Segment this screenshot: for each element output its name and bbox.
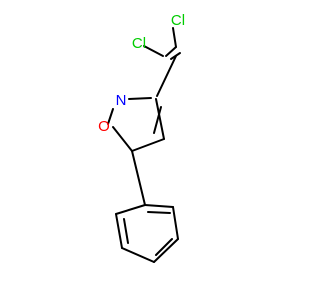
bonds <box>107 27 181 263</box>
bond-cl2-c <box>143 45 164 57</box>
bond-ring-c3-c4-a <box>155 98 165 140</box>
bond-phenyl-4 <box>153 238 179 263</box>
bond-phenyl-3 <box>121 247 155 263</box>
bond-ring-o-n <box>107 108 114 125</box>
bond-c-c-double-a <box>165 46 177 57</box>
bond-ring-phenyl <box>131 150 146 206</box>
bond-phenyl-5 <box>172 206 179 240</box>
bond-phenyl-2 <box>115 213 123 249</box>
bond-ring-c4-c5 <box>131 138 165 152</box>
atom-label-cl-top: Cl <box>171 12 185 29</box>
bond-phenyl-inner-2 <box>155 238 173 256</box>
atom-label-o: O <box>98 118 110 135</box>
bond-cl1-c <box>172 27 177 48</box>
bond-ring-c3-n <box>128 97 152 100</box>
bond-vinyl-ring <box>156 55 177 97</box>
bond-phenyl-6 <box>144 204 174 208</box>
bond-phenyl-inner-1 <box>123 218 129 244</box>
atom-label-cl-left: Cl <box>132 35 146 52</box>
bond-ring-c3-c4-b <box>153 106 162 134</box>
molecule-diagram: Cl Cl N O <box>98 12 185 263</box>
atom-labels: Cl Cl N O <box>98 12 185 135</box>
bond-phenyl-inner-3 <box>147 211 171 214</box>
bond-ring-c5-o <box>112 126 133 152</box>
atom-label-n: N <box>116 92 127 109</box>
bond-phenyl-1 <box>115 204 146 215</box>
